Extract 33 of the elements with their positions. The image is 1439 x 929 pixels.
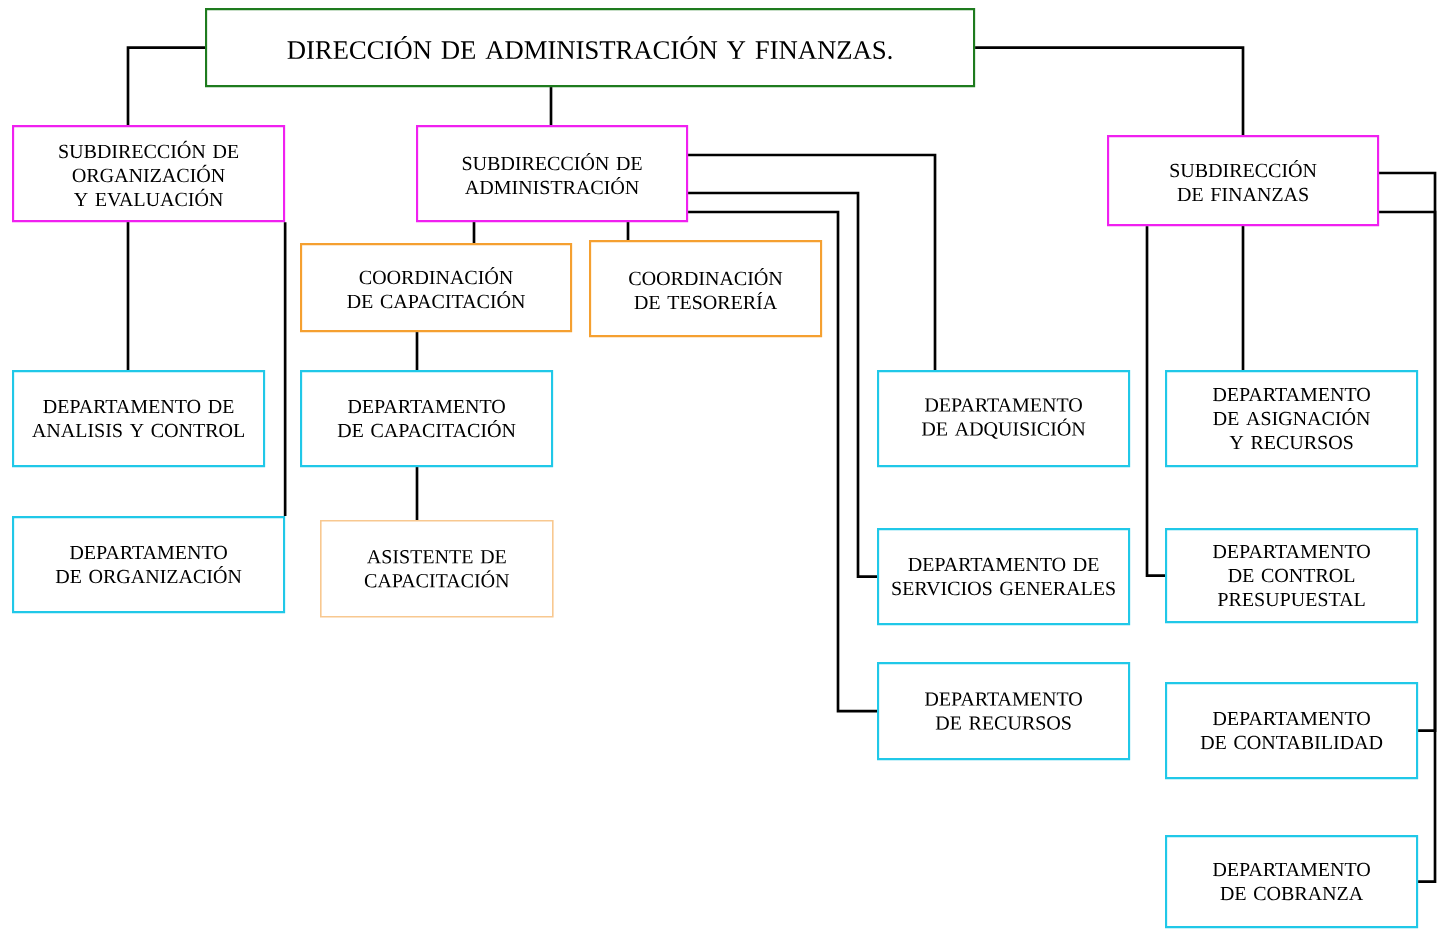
- department-box: DEPARTAMENTO DE ASIGNACIÓN Y RECURSOS: [1165, 370, 1419, 468]
- coordination-box: COORDINACIÓN DE TESORERÍA: [589, 240, 823, 338]
- connector-line: [1145, 226, 1165, 577]
- connector-line: [472, 222, 476, 243]
- connector-line: [975, 46, 1245, 135]
- department-box: DEPARTAMENTO DE COBRANZA: [1165, 835, 1419, 929]
- subdirectorate-box: SUBDIRECCIÓN DE ADMINISTRACIÓN: [416, 125, 689, 223]
- connector-line: [283, 222, 287, 516]
- department-box: DEPARTAMENTO DE SERVICIOS GENERALES: [877, 528, 1131, 626]
- department-box: DEPARTAMENTO DE ORGANIZACIÓN: [12, 516, 286, 614]
- subdirectorate-box: SUBDIRECCIÓN DE ORGANIZACIÓN Y EVALUACIÓN: [12, 125, 286, 223]
- connector-line: [1379, 171, 1437, 883]
- connector-line: [688, 153, 937, 370]
- connector-line: [1241, 226, 1245, 370]
- connector-line: [1379, 210, 1437, 732]
- department-box: DEPARTAMENTO DE CONTABILIDAD: [1165, 682, 1419, 780]
- connector-line: [626, 222, 630, 240]
- connector-line: [126, 46, 205, 125]
- title-box: DIRECCIÓN DE ADMINISTRACIÓN Y FINANZAS.: [205, 8, 976, 88]
- department-box: DEPARTAMENTO DE CAPACITACIÓN: [300, 370, 554, 468]
- coordination-box: COORDINACIÓN DE CAPACITACIÓN: [300, 243, 573, 333]
- subdirectorate-box: SUBDIRECCIÓN DE FINANZAS: [1107, 135, 1380, 227]
- department-box: DEPARTAMENTO DE ANALISIS Y CONTROL: [12, 370, 266, 468]
- department-box: DEPARTAMENTO DE ADQUISICIÓN: [877, 370, 1131, 468]
- connector-line: [549, 87, 553, 125]
- connector-line: [688, 210, 877, 713]
- connector-line: [415, 467, 419, 520]
- department-box: DEPARTAMENTO DE CONTROL PRESUPUESTAL: [1165, 528, 1419, 624]
- assistant-box: ASISTENTE DE CAPACITACIÓN: [320, 520, 554, 618]
- connector-line: [126, 222, 130, 370]
- connector-line: [415, 332, 419, 370]
- department-box: DEPARTAMENTO DE RECURSOS: [877, 662, 1131, 761]
- connector-line: [688, 191, 877, 578]
